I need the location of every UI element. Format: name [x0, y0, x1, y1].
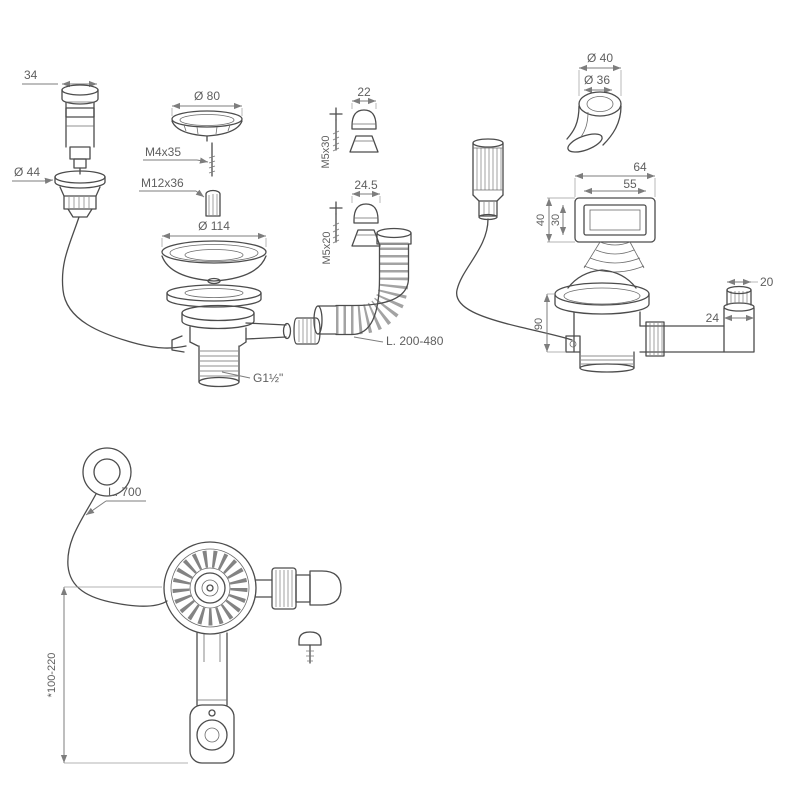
label-m4x35: M4x35: [145, 145, 181, 159]
hose-cuff-left: [313, 305, 323, 335]
button-cap: [61, 84, 99, 96]
cable-attachment: [171, 335, 185, 353]
right-drain-assembly: 24 20 90: [533, 269, 774, 373]
label-m5x30: M5x30: [320, 135, 332, 168]
drain-body-assembled: [196, 632, 228, 706]
dim-label-d40: Ø 40: [587, 51, 613, 65]
label-m5x20: M5x20: [321, 231, 333, 264]
side-plug: [293, 317, 321, 345]
dim-label-24: 24: [706, 311, 720, 325]
assembled-view: L. 700 *100-220: [46, 447, 342, 764]
horizontal-pipe: [639, 325, 725, 353]
flat-gasket: [166, 284, 262, 302]
drain-foot: [189, 704, 235, 764]
cable-knob: [456, 138, 573, 341]
dim-label-d114: Ø 114: [198, 219, 230, 233]
label-cable-length: L. 700: [108, 485, 142, 499]
dim-label-d36: Ø 36: [584, 73, 610, 87]
remote-knob: [82, 447, 132, 497]
washer-dome: [353, 203, 379, 224]
elbow-outlet: [567, 133, 603, 153]
cable-left: [61, 216, 187, 349]
dim-label-20: 20: [760, 275, 774, 289]
pipe-coupling-nut: [645, 321, 665, 357]
strainer-basket: [161, 240, 267, 264]
screw-cross-head: [329, 107, 343, 121]
screw-set-bottom: 24.5 M5x20: [321, 178, 381, 265]
overflow-cover: [574, 197, 656, 243]
drain-body: [171, 304, 321, 388]
screw-cross-head: [329, 201, 343, 215]
washer-cone: [351, 229, 381, 247]
bolt-m12x36: [205, 189, 221, 217]
label-g1-1-2: G1½": [253, 371, 283, 385]
dim-label-34: 34: [24, 68, 38, 82]
hose-cuff-top: [376, 227, 412, 239]
overflow-box: 64 55 40 30: [535, 160, 656, 273]
dim-label-90: 90: [533, 318, 545, 330]
small-screw-cap: [298, 631, 322, 646]
hose-corrugation: [336, 242, 409, 335]
elbow-ring: [578, 91, 622, 117]
dim-label-30: 30: [550, 214, 562, 226]
strainer-face: [163, 541, 257, 635]
side-outlet: [245, 322, 287, 340]
strainer-cap: [171, 110, 243, 128]
overflow-bellows: [583, 241, 645, 273]
washer-cone: [349, 135, 379, 153]
washer-dome: [351, 109, 377, 130]
cable-assembled: [67, 493, 168, 607]
cable-right: [456, 218, 573, 341]
button-housing: Ø 44: [12, 165, 187, 349]
flex-hose: L. 200-480: [313, 227, 444, 348]
strainer-dome: [567, 269, 637, 289]
dim-label-24-5: 24.5: [354, 178, 378, 192]
screw-set-top: 22 M5x30: [320, 85, 379, 169]
label-m12x36: M12x36: [141, 176, 184, 190]
dim-label-40: 40: [535, 214, 547, 226]
strainer-exploded: Ø 80 M4x35 M12x36 Ø 114: [139, 89, 321, 388]
overflow-cap-knob: [726, 285, 752, 295]
dim-label-d44: Ø 44: [14, 165, 40, 179]
strainer-slots: [172, 550, 248, 626]
side-end-cap: [309, 570, 342, 606]
dim-label-100-220: *100-220: [46, 653, 58, 698]
dim-label-d80: Ø 80: [194, 89, 220, 103]
dim-label-22: 22: [357, 85, 371, 99]
pneumatic-button: 34: [22, 68, 99, 175]
label-hose-length: L. 200-480: [386, 334, 444, 348]
elbow-riser: [723, 307, 755, 353]
dim-label-55: 55: [623, 177, 637, 191]
dim-label-64: 64: [633, 160, 647, 174]
cable-clamp: [565, 335, 581, 353]
overflow-elbow: Ø 40 Ø 36: [566, 51, 622, 153]
